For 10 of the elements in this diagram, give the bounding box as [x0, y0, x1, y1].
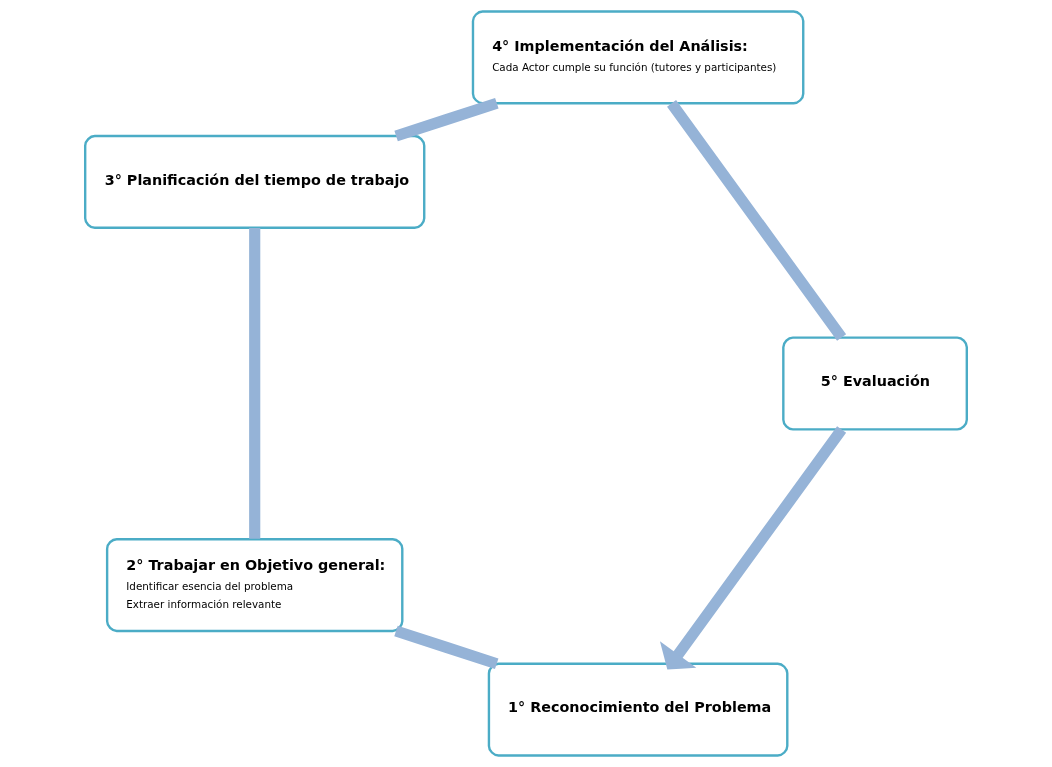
connector: [667, 100, 847, 341]
connector: [249, 227, 261, 539]
node-box: 2° Trabajar en Objetivo general: Identificar esencia del problema Extraer información relevante: [105, 538, 404, 633]
connector: [394, 625, 499, 669]
node-box: 1° Reconocimiento del Problema: [487, 662, 789, 757]
arrow: [659, 426, 847, 670]
connector: [394, 97, 499, 142]
node-box: 4° Implementación del Análisis: Cada Actor cumple su función (tutores y participantes): [471, 10, 805, 105]
node-box: 5° Evaluación: [782, 336, 968, 431]
node-box: 3° Planificación del tiempo de trabajo: [84, 134, 426, 229]
